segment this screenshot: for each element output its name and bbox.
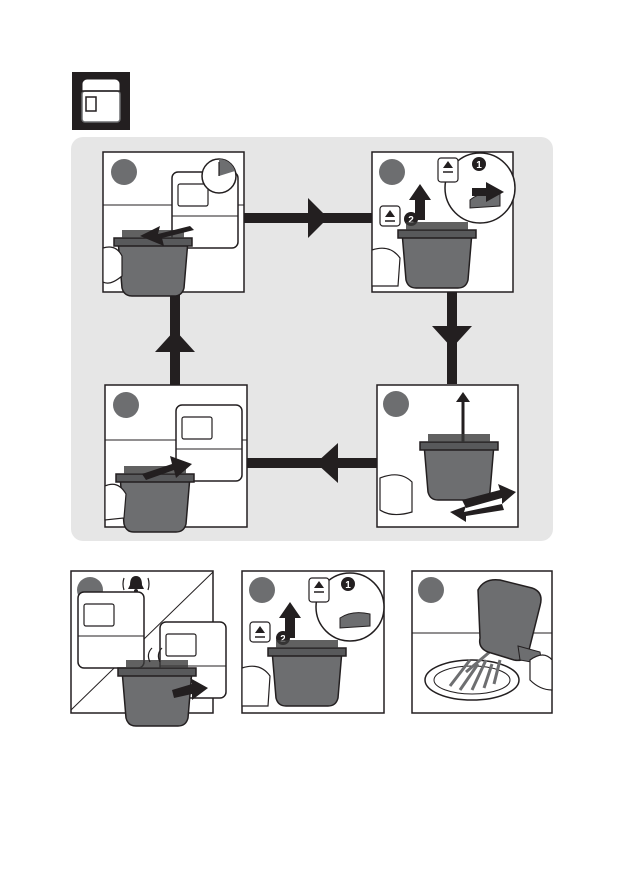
step-badge: [111, 159, 137, 185]
step-serve-food: [412, 571, 552, 713]
step-badge: [113, 392, 139, 418]
step-badge: [379, 159, 405, 185]
cycle-panel: 1 2: [71, 137, 553, 541]
step-release-basket-final: 1 2: [242, 571, 384, 713]
step-shake-food: [377, 385, 518, 527]
finish-steps: 1 2: [71, 571, 552, 726]
step-badge: [249, 577, 275, 603]
step-release-basket: 1 2: [372, 152, 515, 292]
step-badge: [383, 391, 409, 417]
step-insert-basket: [105, 385, 247, 532]
svg-text:1: 1: [476, 160, 482, 171]
step-ready-signal: [71, 571, 226, 726]
hand-icon: [103, 247, 122, 283]
timer-icon: [202, 159, 236, 193]
step-pull-basket: [103, 152, 244, 296]
step-badge: [418, 577, 444, 603]
svg-text:1: 1: [345, 580, 351, 591]
tilted-basket-icon: [478, 580, 542, 664]
air-fryer-icon: [72, 72, 130, 130]
